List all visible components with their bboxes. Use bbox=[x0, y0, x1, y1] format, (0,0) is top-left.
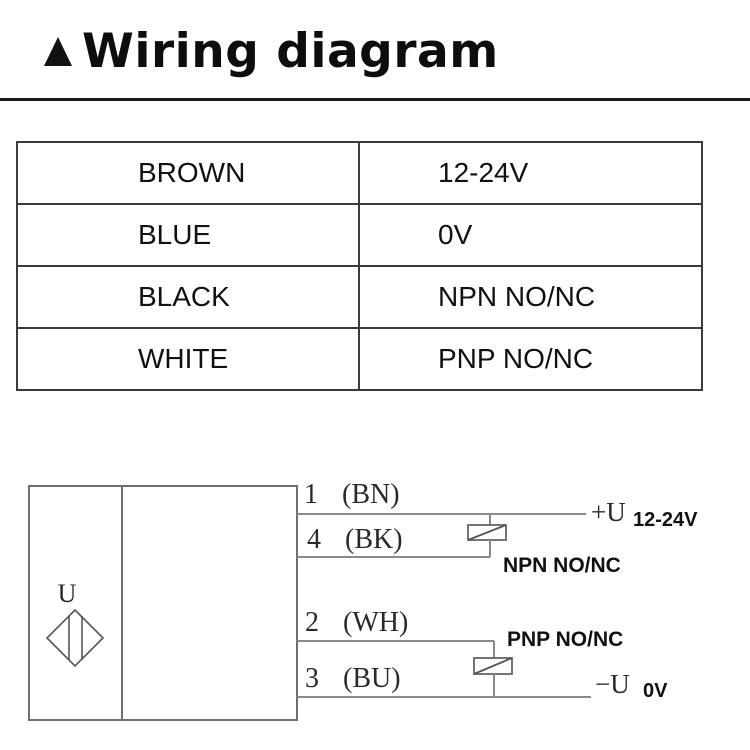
wire-color-cell: BLACK bbox=[16, 265, 360, 329]
pin-4-code: (BK) bbox=[345, 524, 403, 555]
npn-output-label: NPN NO/NC bbox=[503, 554, 621, 577]
wire-function-cell: NPN NO/NC bbox=[358, 265, 703, 329]
sensor-symbol-label: U bbox=[58, 579, 77, 608]
wire-function-cell: 0V bbox=[358, 203, 703, 267]
inductive-sensor-diamond-icon bbox=[45, 608, 105, 668]
wire-color-table: BROWN 12-24V BLUE 0V BLACK NPN NO/NC WHI… bbox=[16, 141, 703, 391]
table-row: BLUE 0V bbox=[16, 203, 703, 267]
sensor-body bbox=[28, 485, 298, 721]
wire-color-cell: BLUE bbox=[16, 203, 360, 267]
wire-color-cell: WHITE bbox=[16, 327, 360, 391]
supply-positive-label: +U bbox=[591, 497, 626, 527]
pin-1-code: (BN) bbox=[342, 479, 400, 510]
supply-negative-value: 0V bbox=[643, 680, 668, 702]
pin-1-number: 1 bbox=[304, 479, 318, 510]
pin-3-number: 3 bbox=[305, 663, 319, 694]
pin-3-code: (BU) bbox=[343, 663, 401, 694]
pin-4-number: 4 bbox=[307, 524, 321, 555]
relay-coil-icon bbox=[467, 524, 507, 541]
supply-negative-label: −U bbox=[595, 669, 630, 699]
pin-2-number: 2 bbox=[305, 607, 319, 638]
triangle-up-icon bbox=[44, 37, 72, 66]
pnp-output-label: PNP NO/NC bbox=[507, 628, 623, 651]
relay-coil-icon bbox=[473, 657, 513, 675]
supply-positive-value: 12-24V bbox=[633, 509, 698, 531]
table-row: WHITE PNP NO/NC bbox=[16, 327, 703, 391]
page-title: Wiring diagram bbox=[82, 24, 499, 79]
header-divider bbox=[0, 98, 750, 101]
pin-2-code: (WH) bbox=[343, 607, 408, 638]
table-row: BROWN 12-24V bbox=[16, 141, 703, 205]
wire-color-cell: BROWN bbox=[16, 141, 360, 205]
wire-function-cell: 12-24V bbox=[358, 141, 703, 205]
table-row: BLACK NPN NO/NC bbox=[16, 265, 703, 329]
header: Wiring diagram bbox=[0, 0, 750, 102]
wire-function-cell: PNP NO/NC bbox=[358, 327, 703, 391]
